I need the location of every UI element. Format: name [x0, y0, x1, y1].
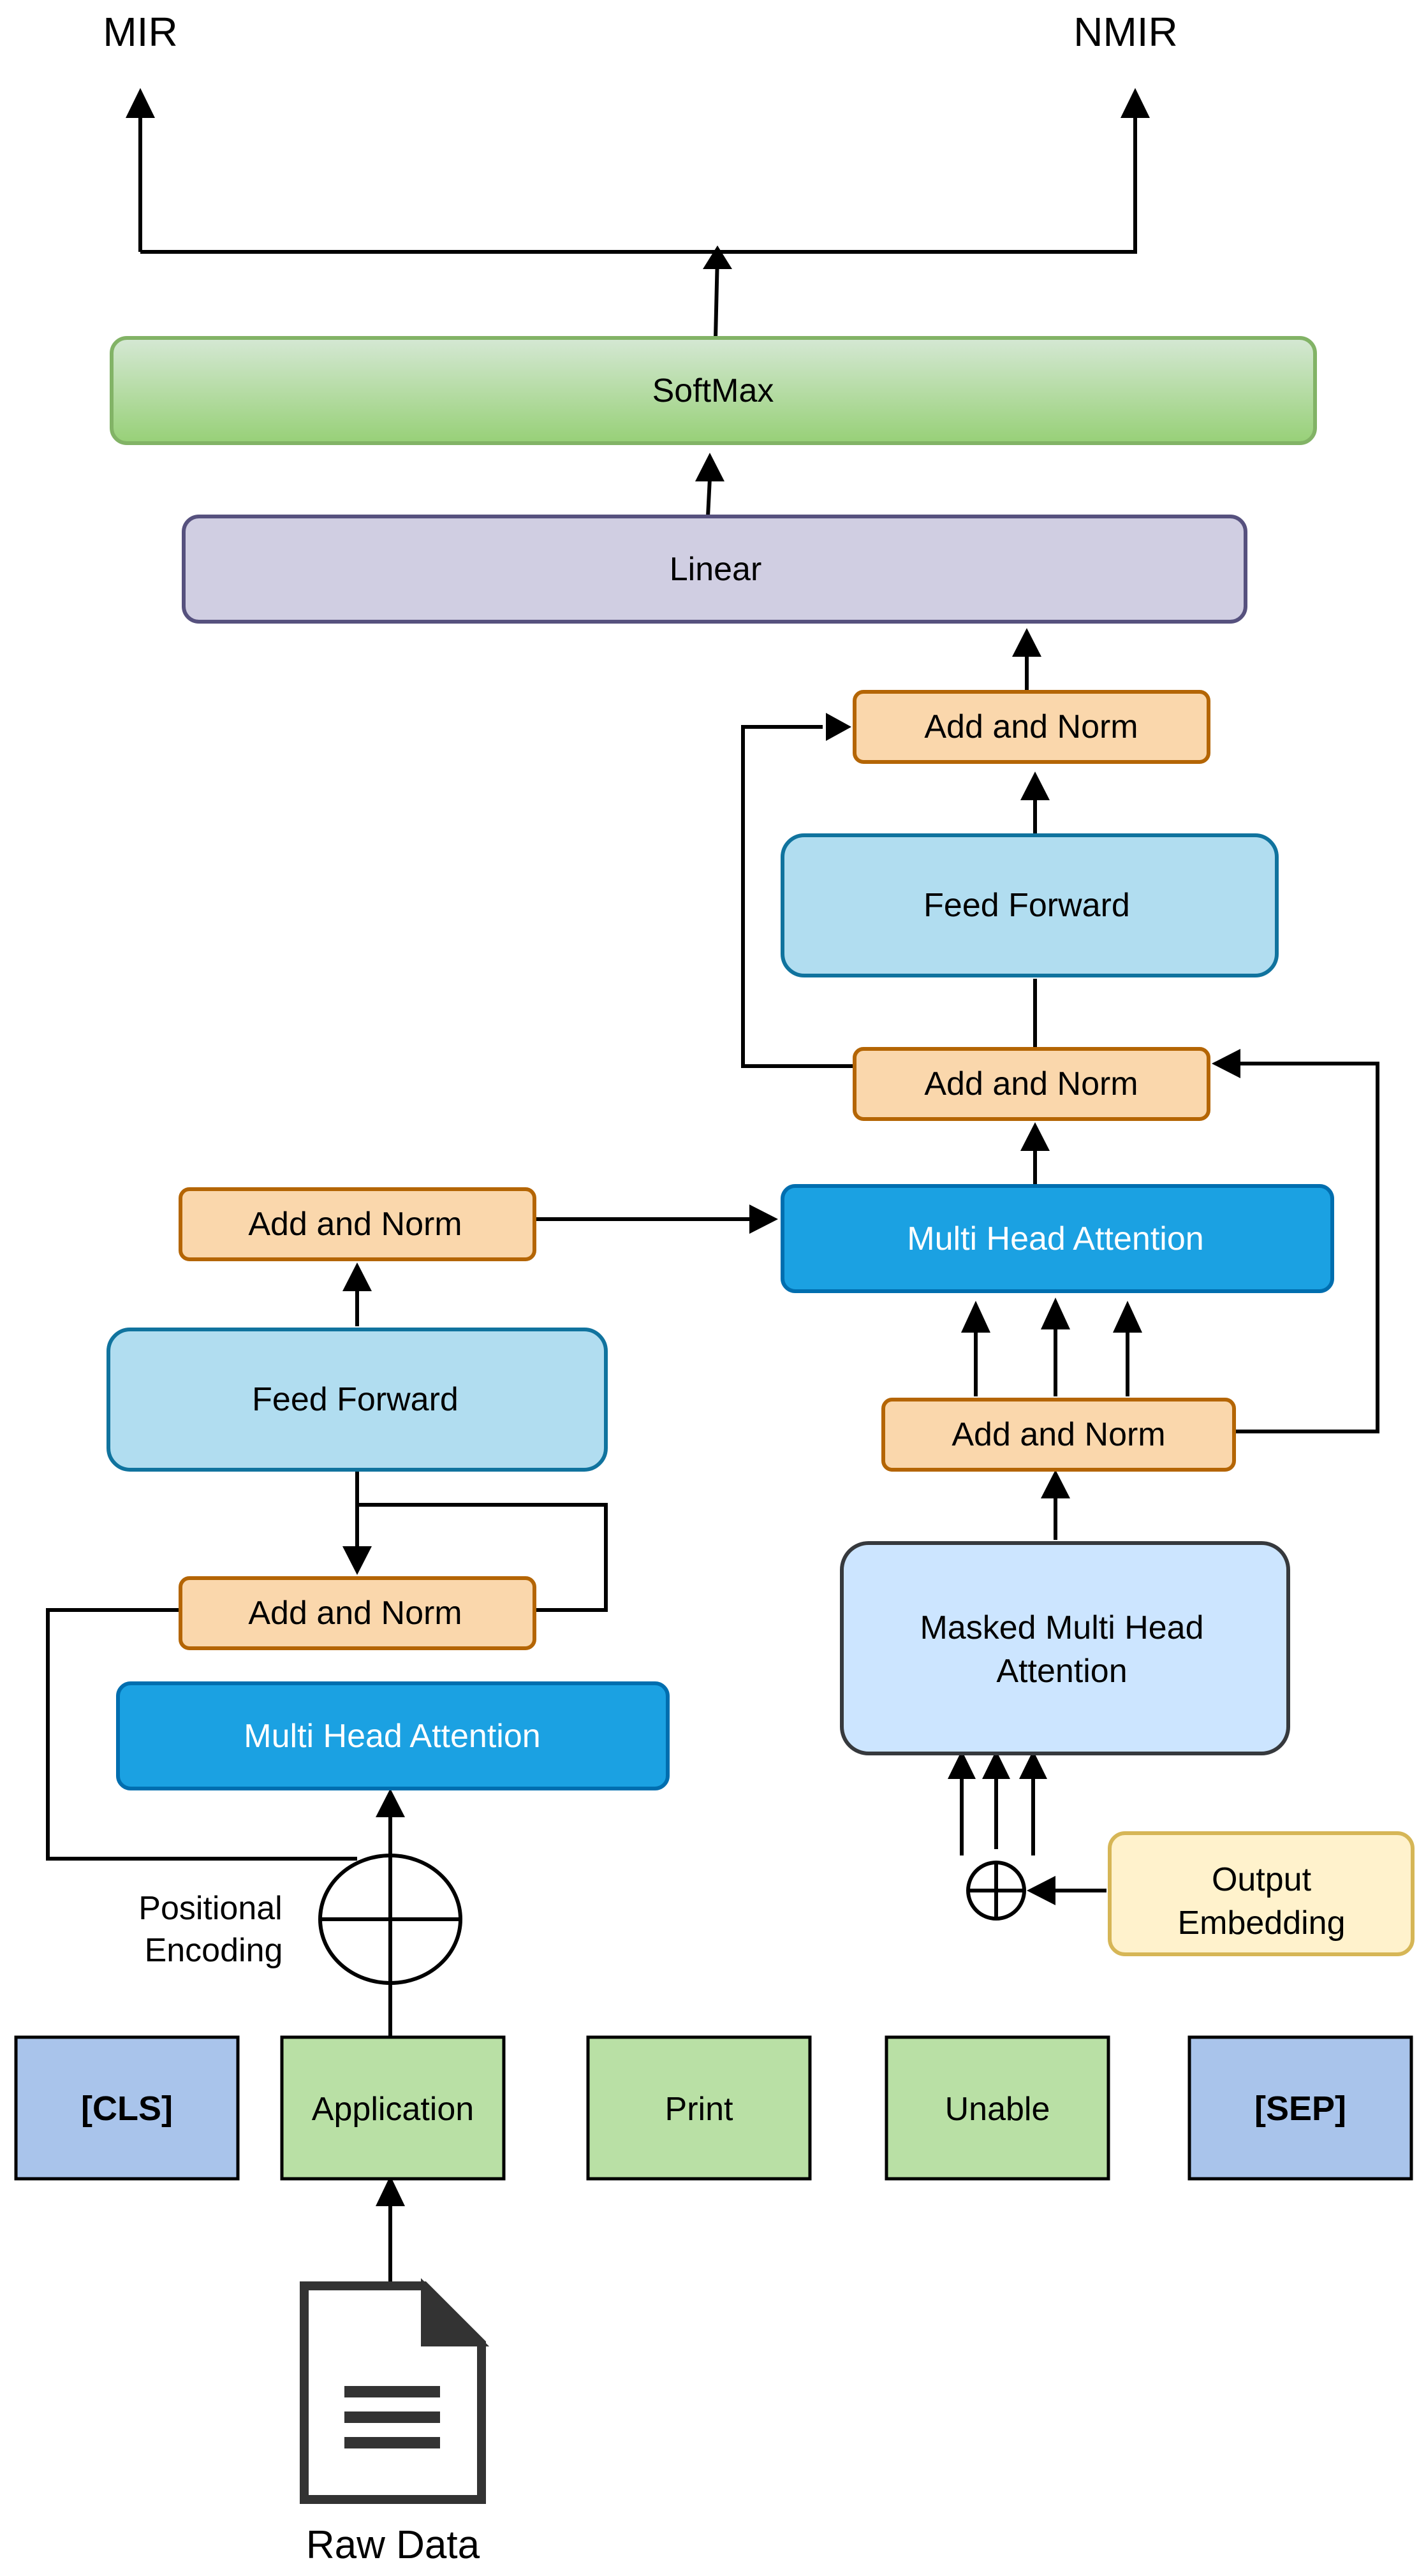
arrowhead	[826, 713, 851, 741]
arrowhead	[126, 88, 155, 118]
arrowhead	[695, 453, 724, 481]
encoder-addnorm-low-label: Add and Norm	[248, 1595, 462, 1632]
arrowhead	[1041, 1470, 1070, 1498]
arrowhead	[1041, 1298, 1070, 1329]
nmir-label: NMIR	[1073, 9, 1178, 55]
softmax-box	[110, 336, 1317, 445]
token-print-box	[586, 2035, 812, 2181]
encoder-mha-label: Multi Head Attention	[244, 1718, 540, 1755]
enc-residual-right	[357, 1503, 608, 1612]
arrowhead	[1027, 1876, 1055, 1905]
arrowhead	[948, 1750, 976, 1779]
encoder-stack: Add and Norm Feed Forward Add and Norm M…	[107, 1187, 670, 1985]
arrowhead	[1212, 1049, 1240, 1078]
decoder-addnorm-mid-label: Add and Norm	[924, 1065, 1138, 1102]
decoder-addnorm-low-label: Add and Norm	[952, 1416, 1165, 1453]
arrowhead	[1113, 1301, 1142, 1333]
output-embedding-line1: Output	[1212, 1861, 1312, 1898]
arrowhead	[1019, 1750, 1047, 1779]
masked-mha-label-line1: Masked Multi Head	[920, 1609, 1203, 1646]
output-split-line	[138, 108, 1137, 254]
arrowhead	[376, 1789, 405, 1817]
decoder-addnorm-top-label: Add and Norm	[924, 708, 1138, 745]
connectors	[46, 88, 1379, 2283]
decoder-residual-ff	[741, 725, 855, 1068]
arrowhead	[1012, 628, 1041, 657]
positional-encoding-line1: Positional	[138, 1890, 282, 1927]
token-application-box	[280, 2035, 506, 2181]
arrowhead	[961, 1301, 990, 1333]
decoder-feed-forward-label: Feed Forward	[923, 887, 1130, 924]
token-sep-box	[1187, 2035, 1413, 2181]
token-unable-box	[885, 2035, 1110, 2181]
arrowhead	[342, 1546, 372, 1575]
positional-encoding-icon	[318, 1854, 462, 1985]
output-embedding-line2: Embedding	[1177, 1905, 1345, 1942]
arrowhead	[1020, 772, 1050, 800]
decoder-mha-box	[781, 1184, 1334, 1293]
token-application-label: Application	[312, 2091, 474, 2128]
token-cls-box	[14, 2035, 240, 2181]
arrowhead	[342, 1262, 372, 1291]
token-cls-label: [CLS]	[81, 2089, 173, 2128]
arrowhead	[1020, 1122, 1050, 1151]
linear-label: Linear	[670, 551, 762, 588]
arrowhead	[703, 245, 732, 269]
linear-block: Linear	[182, 515, 1247, 624]
arrowhead	[1121, 88, 1150, 118]
token-row: [CLS] Application Print Unable [SEP]	[14, 2035, 1413, 2181]
decoder-feed-forward-box	[781, 833, 1279, 977]
softmax-label: SoftMax	[652, 372, 774, 409]
token-print-label: Print	[665, 2091, 733, 2128]
encoder-addnorm-top-box	[179, 1187, 536, 1261]
decoder-addnorm-top-box	[853, 690, 1210, 764]
decoder-addnorm-low-box	[881, 1398, 1236, 1472]
arrowhead	[982, 1750, 1010, 1779]
positional-encoding-line2: Encoding	[145, 1932, 283, 1969]
decoder-stack: Add and Norm Feed Forward Add and Norm M…	[781, 690, 1415, 1956]
decoder-addnorm-mid-box	[853, 1047, 1210, 1121]
encoder-feed-forward-label: Feed Forward	[252, 1381, 459, 1418]
token-sep-label: [SEP]	[1254, 2089, 1346, 2128]
encoder-addnorm-top-label: Add and Norm	[248, 1206, 462, 1243]
linear-to-softmax	[706, 478, 712, 517]
decoder-residual-attn	[1234, 1062, 1379, 1433]
arrowhead	[376, 2176, 405, 2206]
arrowhead	[749, 1204, 778, 1234]
document-icon	[300, 2278, 490, 2504]
decoder-oplus-icon	[966, 1861, 1026, 1921]
raw-data-label: Raw Data	[306, 2523, 480, 2567]
token-unable-label: Unable	[945, 2091, 1050, 2128]
encoder-mha-box	[116, 1681, 670, 1790]
masked-mha-box	[840, 1541, 1290, 1755]
output-embedding-box	[1108, 1831, 1415, 1956]
decoder-mha-label: Multi Head Attention	[907, 1220, 1203, 1257]
encoder-addnorm-low-box	[179, 1576, 536, 1650]
masked-mha-label-line2: Attention	[996, 1653, 1127, 1690]
softmax-block: SoftMax	[110, 336, 1317, 445]
encoder-feed-forward-box	[107, 1328, 608, 1472]
mir-label: MIR	[103, 9, 177, 55]
linear-box	[182, 515, 1247, 624]
enc-residual-left	[46, 1608, 357, 1861]
